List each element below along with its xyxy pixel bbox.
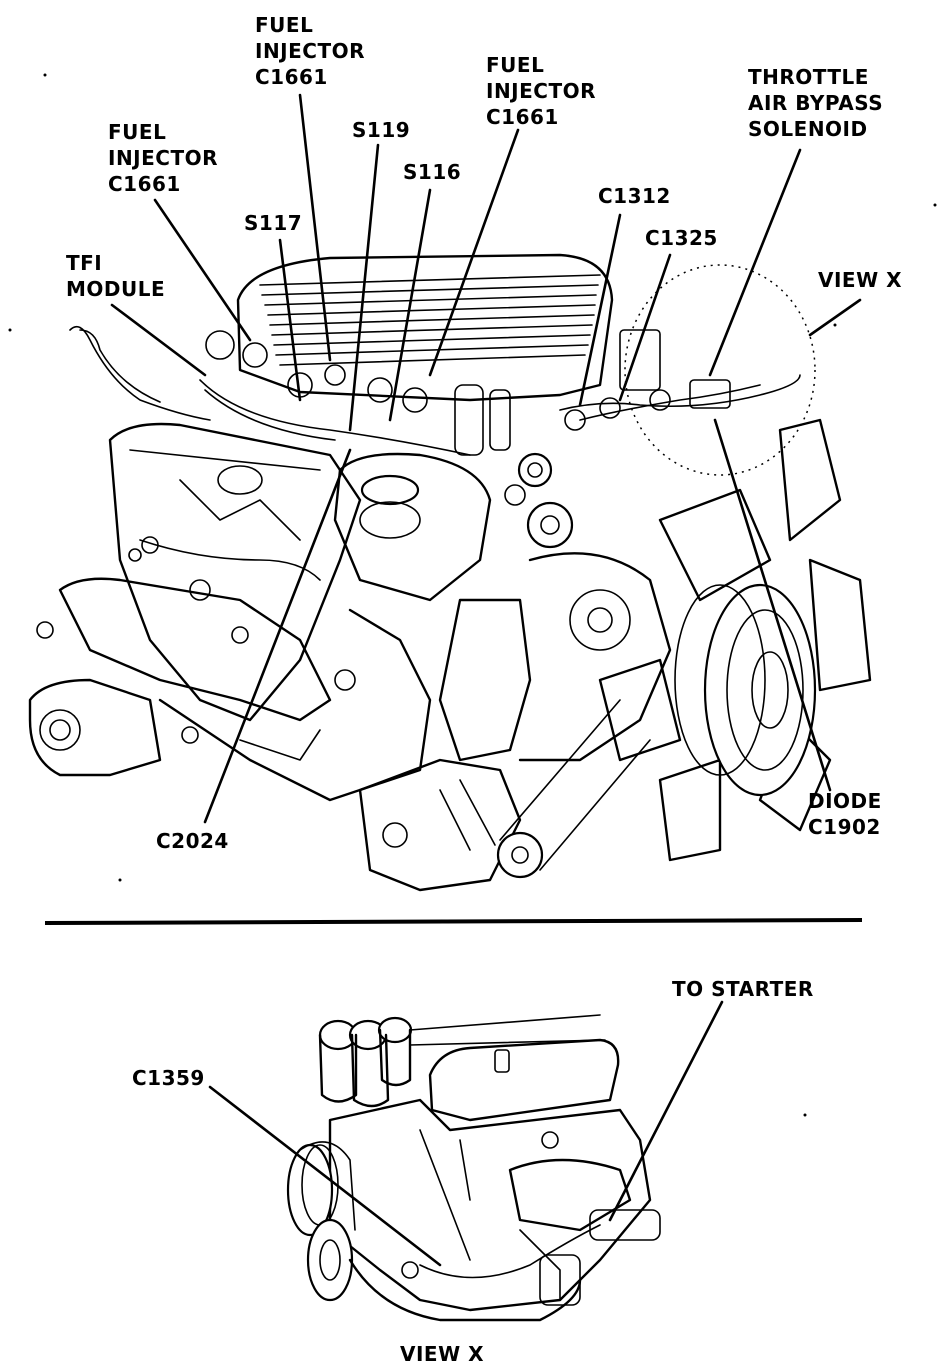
labels-top: FUEL INJECTOR C1661 FUEL INJECTOR C1661 … <box>66 13 902 853</box>
label-throttle-air-bypass-2: AIR BYPASS <box>748 91 883 115</box>
label-throttle-air-bypass-3: SOLENOID <box>748 117 868 141</box>
label-to-starter: TO STARTER <box>672 977 814 1001</box>
label-view-x-callout: VIEW X <box>818 268 902 292</box>
label-view-x-caption: VIEW X <box>400 1342 484 1364</box>
label-c1312: C1312 <box>598 184 671 208</box>
label-fuel-injector-top-3: C1661 <box>255 65 328 89</box>
label-fuel-injector-right-1: FUEL <box>486 53 544 77</box>
label-c1359: C1359 <box>132 1066 205 1090</box>
label-fuel-injector-left-3: C1661 <box>108 172 181 196</box>
label-c1325: C1325 <box>645 226 718 250</box>
label-s117: S117 <box>244 211 302 235</box>
label-s119: S119 <box>352 118 410 142</box>
label-c2024: C2024 <box>156 829 229 853</box>
label-tfi-module-1: TFI <box>66 251 102 275</box>
label-fuel-injector-left-2: INJECTOR <box>108 146 218 170</box>
label-tfi-module-2: MODULE <box>66 277 165 301</box>
leader-lines-bottom <box>208 1000 724 1267</box>
label-fuel-injector-left-1: FUEL <box>108 120 166 144</box>
label-s116: S116 <box>403 160 461 184</box>
engine-illustration-view-x <box>286 1014 661 1322</box>
label-fuel-injector-right-2: INJECTOR <box>486 79 596 103</box>
section-divider <box>44 918 863 925</box>
view-x-circle <box>624 264 816 476</box>
engine-illustration-top <box>28 253 872 892</box>
scan-specks <box>8 73 937 1117</box>
label-fuel-injector-top-2: INJECTOR <box>255 39 365 63</box>
label-throttle-air-bypass-1: THROTTLE <box>748 65 869 89</box>
label-diode-1: DIODE <box>808 789 882 813</box>
label-fuel-injector-right-3: C1661 <box>486 105 559 129</box>
leader-lines-top <box>110 93 862 824</box>
fan <box>598 418 872 862</box>
labels-bottom: TO STARTER C1359 VIEW X <box>132 977 814 1364</box>
label-fuel-injector-top-1: FUEL <box>255 13 313 37</box>
label-diode-2: C1902 <box>808 815 881 839</box>
